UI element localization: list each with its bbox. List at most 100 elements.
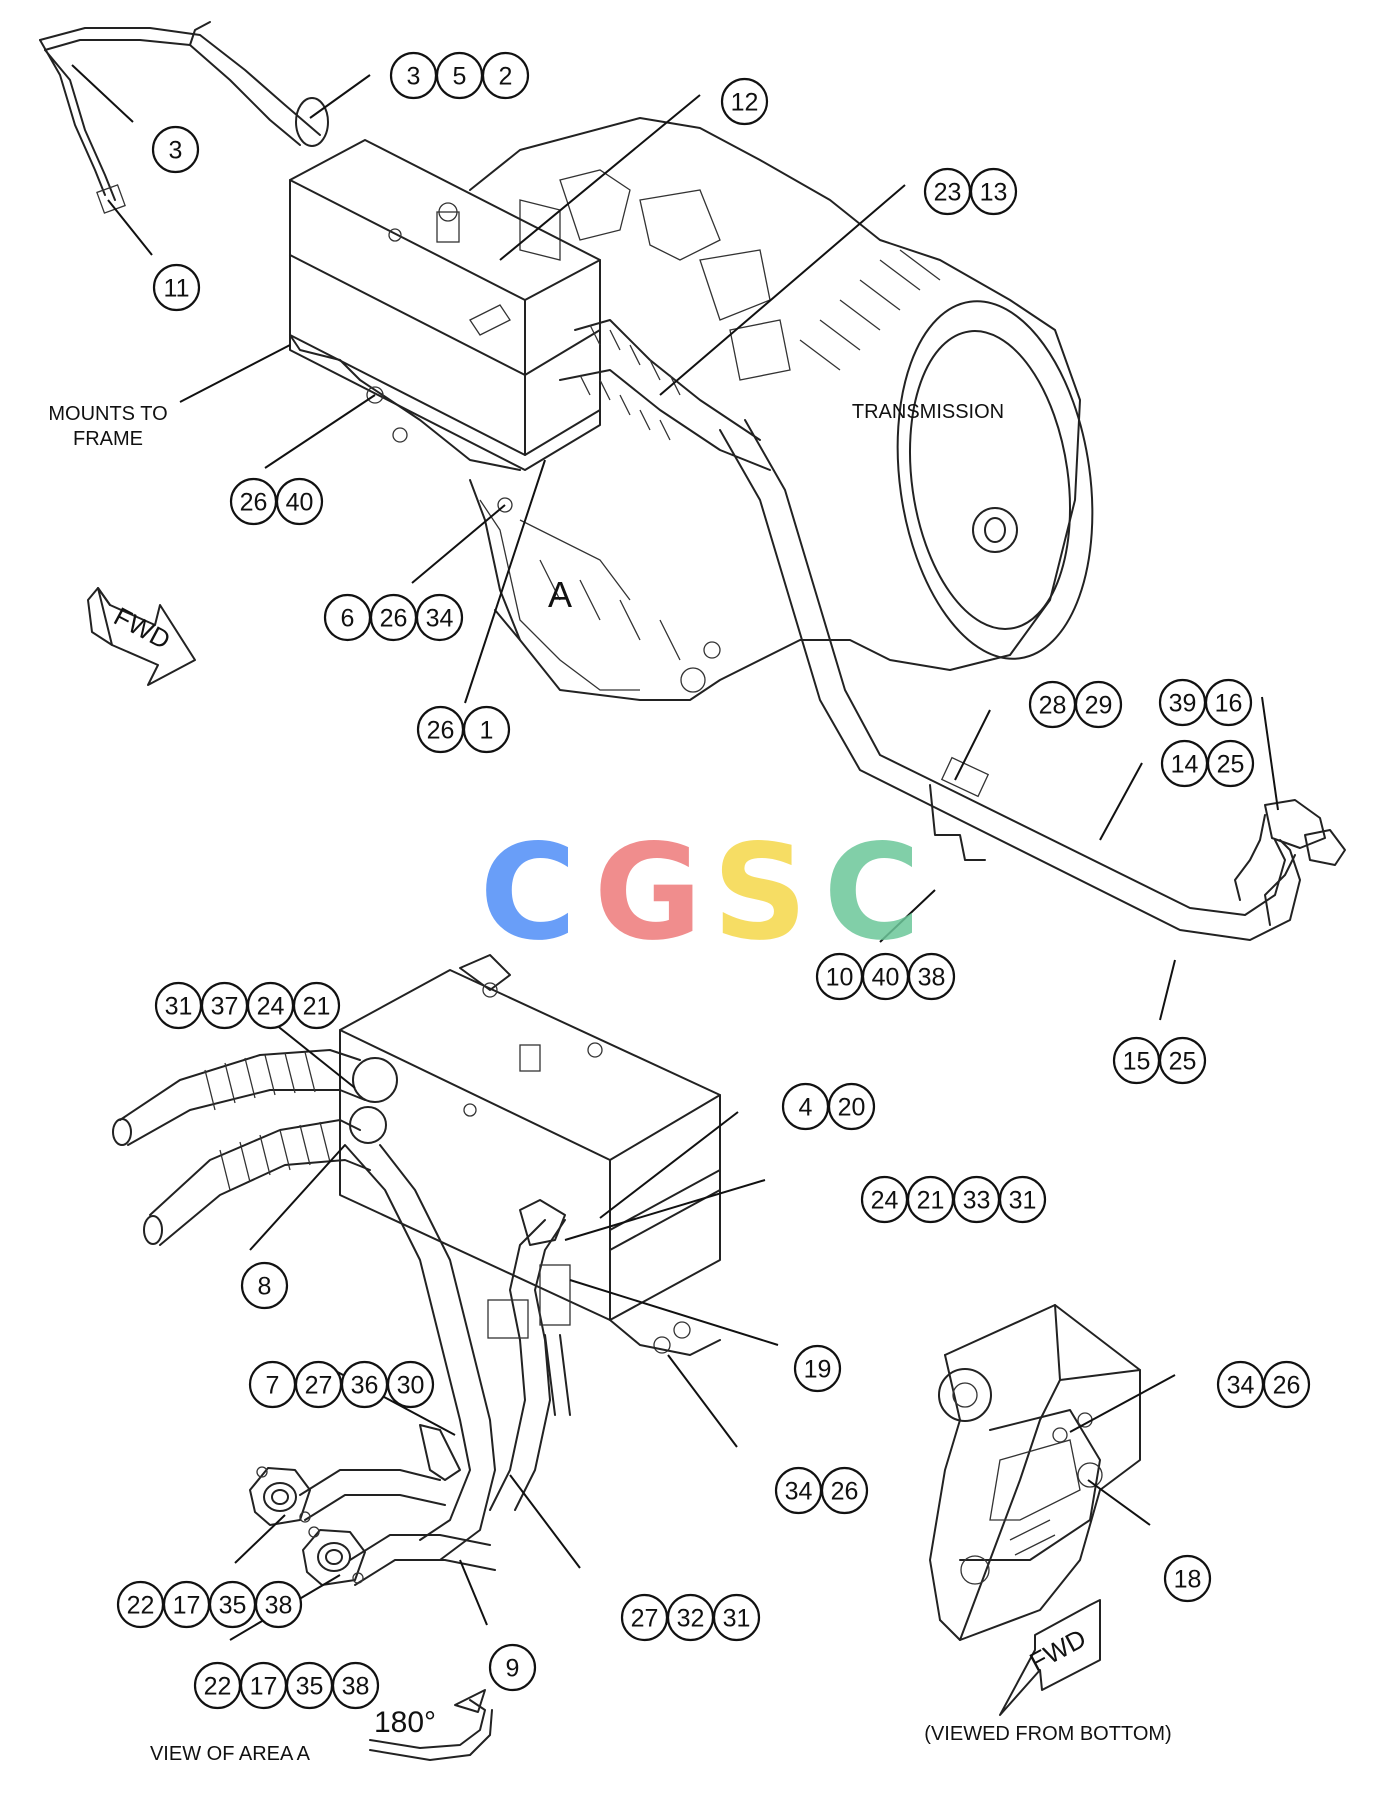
callout-circle xyxy=(481,51,530,100)
callout-number: 39 xyxy=(1169,690,1197,718)
callout-number: 38 xyxy=(918,964,946,992)
callout-34-26-a: 34 26 xyxy=(774,1466,869,1515)
callout-number: 35 xyxy=(296,1673,324,1701)
callout-number: 31 xyxy=(1009,1187,1037,1215)
callout-7-27-36-30: 7 27 36 30 xyxy=(248,1360,435,1409)
callout-circle xyxy=(331,1661,380,1710)
callout-circle xyxy=(712,1593,761,1642)
fwd-arrow-bottom: FWD xyxy=(999,1599,1101,1716)
callout-number: 25 xyxy=(1217,751,1245,779)
cgsc-watermark: C G S C xyxy=(480,816,921,970)
callout-circle xyxy=(1262,1360,1311,1409)
callout-circle xyxy=(386,1360,435,1409)
callout-number: 17 xyxy=(250,1673,278,1701)
callout-number: 24 xyxy=(871,1187,899,1215)
callout-3: 3 xyxy=(151,125,200,174)
callout-number: 23 xyxy=(934,179,962,207)
callout-number: 32 xyxy=(677,1605,705,1633)
callout-number: 27 xyxy=(305,1372,333,1400)
callout-number: 17 xyxy=(173,1592,201,1620)
callout-number: 20 xyxy=(838,1094,866,1122)
callout-number: 18 xyxy=(1174,1566,1202,1594)
rotation-label: 180° xyxy=(374,1706,436,1739)
long-tube xyxy=(719,419,1346,941)
callout-number: 5 xyxy=(453,63,467,91)
watermark-letter-3: S xyxy=(712,816,807,970)
callout-number: 16 xyxy=(1215,690,1243,718)
callout-number: 26 xyxy=(240,489,268,517)
callout-number: 25 xyxy=(1169,1048,1197,1076)
watermark-letter-2: G xyxy=(594,816,702,970)
callout-22-17-35-38-a: 22 17 35 38 xyxy=(116,1580,303,1629)
callout-number: 3 xyxy=(407,63,421,91)
callout-circle xyxy=(793,1344,842,1393)
callout-circle xyxy=(820,1466,869,1515)
callout-circle xyxy=(415,593,464,642)
callout-circle xyxy=(969,167,1018,216)
watermark-letter-4: C xyxy=(824,816,921,970)
transmission-drawing xyxy=(469,117,1094,701)
callout-number: 10 xyxy=(826,964,854,992)
callout-4-20: 4 20 xyxy=(781,1082,876,1131)
callout-3-5-2: 3 5 2 xyxy=(389,51,530,100)
callout-number: 22 xyxy=(127,1592,155,1620)
callout-number: 22 xyxy=(204,1673,232,1701)
leader-lines xyxy=(71,64,1279,1641)
callout-number: 21 xyxy=(303,993,331,1021)
callout-number: 38 xyxy=(265,1592,293,1620)
callout-number: 29 xyxy=(1085,692,1113,720)
callout-number: 4 xyxy=(799,1094,813,1122)
callout-22-17-35-38-b: 22 17 35 38 xyxy=(193,1661,380,1710)
view-of-area-a-label: VIEW OF AREA A xyxy=(150,1743,311,1765)
callout-circle xyxy=(254,1580,303,1629)
callout-number: 9 xyxy=(506,1655,520,1683)
callout-number: 8 xyxy=(258,1273,272,1301)
oil-cooler-top xyxy=(39,21,771,641)
callout-number: 15 xyxy=(1123,1048,1151,1076)
callout-number: 31 xyxy=(723,1605,751,1633)
callout-number: 26 xyxy=(380,605,408,633)
callout-number: 14 xyxy=(1171,751,1199,779)
callout-number: 36 xyxy=(351,1372,379,1400)
callout-number: 34 xyxy=(785,1478,813,1506)
callout-number: 31 xyxy=(165,993,193,1021)
callout-number: 35 xyxy=(219,1592,247,1620)
callout-circle xyxy=(907,952,956,1001)
fwd-arrow-top: FWD xyxy=(87,587,196,686)
callout-number: 30 xyxy=(397,1372,425,1400)
callout-number: 21 xyxy=(917,1187,945,1215)
rotation-arrow: 180° xyxy=(369,1689,493,1761)
callout-14-25: 14 25 xyxy=(1160,739,1255,788)
callout-number: 7 xyxy=(266,1372,280,1400)
callout-number: 34 xyxy=(1227,1372,1255,1400)
callout-circle xyxy=(152,263,201,312)
callout-number: 37 xyxy=(211,993,239,1021)
callout-number: 26 xyxy=(831,1478,859,1506)
callout-number: 6 xyxy=(341,605,355,633)
callout-number: 2 xyxy=(499,63,513,91)
mount-bottom-view xyxy=(929,1304,1141,1641)
callout-19: 19 xyxy=(793,1344,842,1393)
callout-circle xyxy=(1074,680,1123,729)
callout-number: 27 xyxy=(631,1605,659,1633)
callout-number: 11 xyxy=(164,275,190,303)
callout-10-40-38: 10 40 38 xyxy=(815,952,956,1001)
callout-number: 38 xyxy=(342,1673,370,1701)
callout-number: 40 xyxy=(872,964,900,992)
callout-number: 12 xyxy=(731,89,759,117)
callout-11: 11 xyxy=(152,263,201,312)
viewed-from-bottom-label: (VIEWED FROM BOTTOM) xyxy=(924,1723,1171,1745)
callout-number: 19 xyxy=(804,1356,832,1384)
mounts-to-frame-line1: MOUNTS TO xyxy=(48,403,167,425)
